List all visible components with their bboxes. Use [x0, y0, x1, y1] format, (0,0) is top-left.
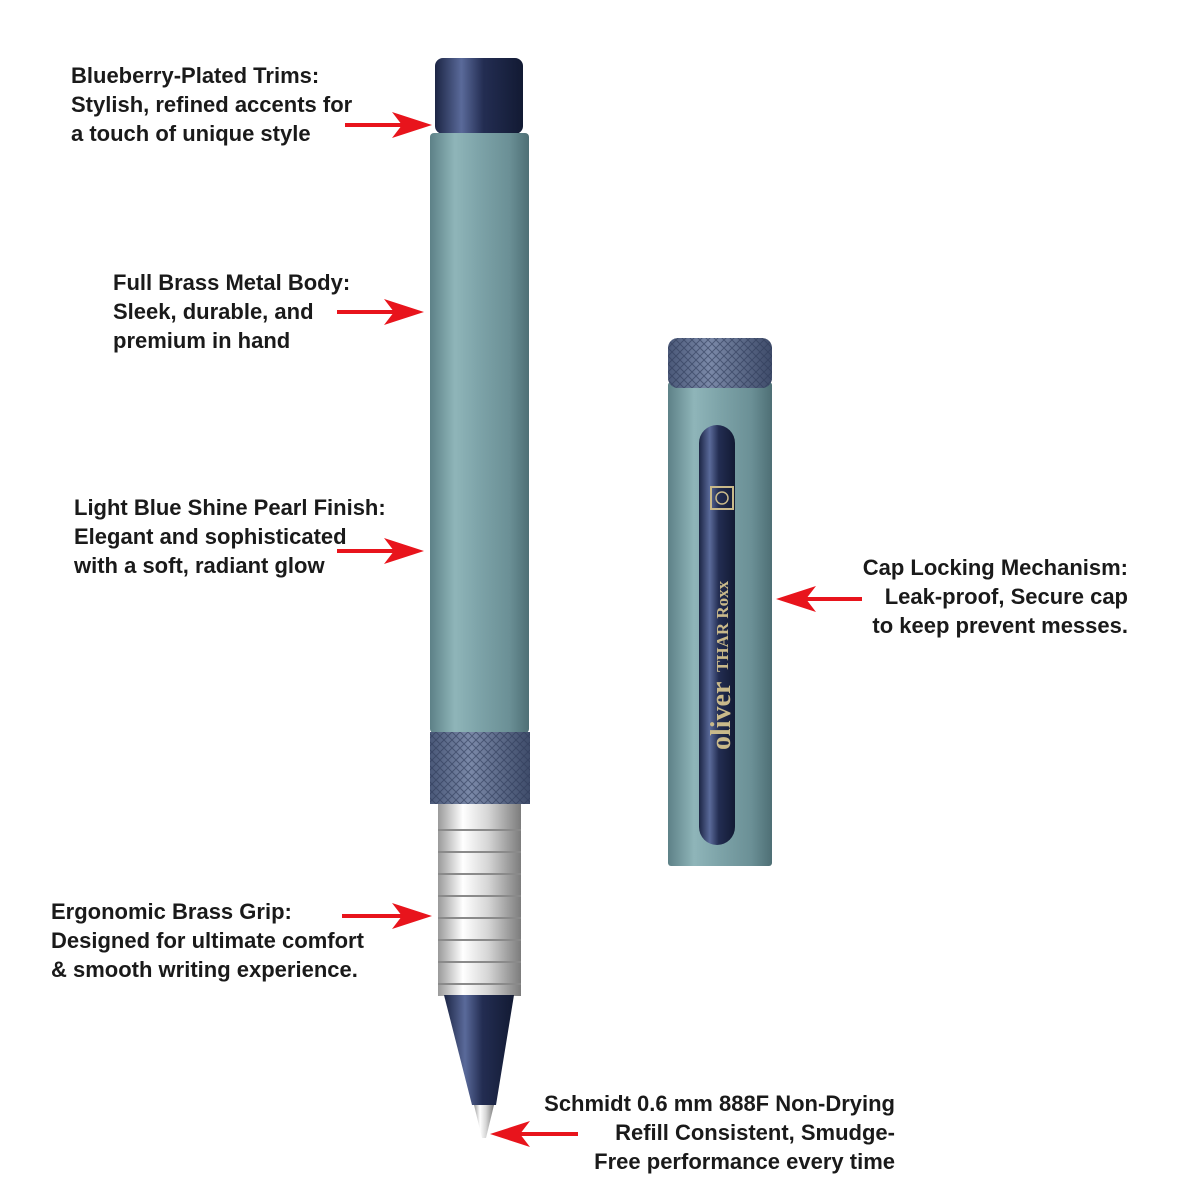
callout-title: Light Blue Shine Pearl Finish:: [74, 495, 386, 520]
arrow-body: [337, 299, 424, 325]
callout-cap: Cap Locking Mechanism: Leak-proof, Secur…: [863, 553, 1128, 640]
arrow-cap: [776, 586, 862, 612]
top-trim: [435, 58, 523, 134]
callout-text: Free performance every time: [594, 1149, 895, 1174]
callout-title: Schmidt 0.6 mm 888F Non-Drying: [544, 1091, 895, 1116]
pen-body-assembly: [430, 58, 530, 1138]
callout-text: with a soft, radiant glow: [74, 553, 325, 578]
callout-title: Full Brass Metal Body:: [113, 270, 351, 295]
silver-grip: [438, 804, 521, 996]
pen-cone: [444, 995, 514, 1105]
callout-body: Full Brass Metal Body: Sleek, durable, a…: [113, 268, 350, 355]
callout-grip: Ergonomic Brass Grip: Designed for ultim…: [51, 897, 364, 984]
callout-text: & smooth writing experience.: [51, 957, 358, 982]
pen-cap: oliver THAR Roxx: [668, 338, 772, 866]
cap-clip: [699, 425, 735, 845]
cap-brand-text: oliver: [706, 682, 737, 750]
callout-refill: Schmidt 0.6 mm 888F Non-Drying Refill Co…: [544, 1089, 895, 1176]
callout-text: Designed for ultimate comfort: [51, 928, 364, 953]
callout-arrows: [337, 112, 862, 1147]
callout-finish: Light Blue Shine Pearl Finish: Elegant a…: [74, 493, 386, 580]
pen-tip: [474, 1105, 494, 1138]
callout-title: Blueberry-Plated Trims:: [71, 63, 320, 88]
callout-text: Sleek, durable, and: [113, 299, 314, 324]
callout-text: Stylish, refined accents for: [71, 92, 353, 117]
cap-model-text: THAR Roxx: [713, 580, 732, 672]
callout-trims: Blueberry-Plated Trims: Stylish, refined…: [71, 61, 352, 148]
arrow-trims: [345, 112, 432, 138]
callout-title: Cap Locking Mechanism:: [862, 555, 1128, 580]
arrow-refill: [490, 1121, 578, 1147]
callout-text: Refill Consistent, Smudge-: [615, 1120, 895, 1145]
callout-text: Leak-proof, Secure cap: [884, 584, 1128, 609]
arrow-finish: [337, 538, 424, 564]
brand-logo-icon: [710, 486, 734, 510]
pen-barrel: [430, 133, 529, 733]
callout-text: Elegant and sophisticated: [74, 524, 347, 549]
arrow-grip: [342, 903, 432, 929]
callout-text: a touch of unique style: [71, 121, 311, 146]
callout-title: Ergonomic Brass Grip:: [51, 899, 292, 924]
callout-text: to keep prevent messes.: [872, 613, 1128, 638]
callout-text: premium in hand: [113, 328, 291, 353]
